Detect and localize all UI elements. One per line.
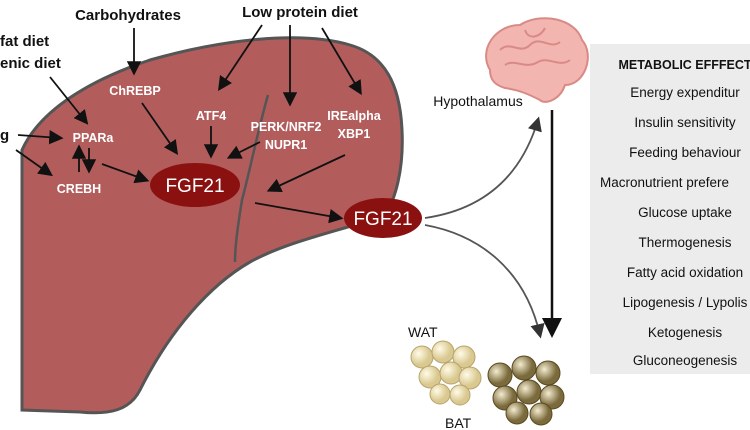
effect-item: Fatty acid oxidation (626, 265, 744, 280)
effect-item: Thermogenesis (638, 235, 732, 250)
metabolic-effects-panel: METABOLIC EFFFECT Energy expenditur Insu… (590, 44, 750, 374)
liver-lobe-line (233, 94, 270, 263)
wat-adipocytes-icon (410, 340, 482, 406)
ppara-label: PPARa (73, 131, 115, 145)
bat-adipocytes-icon (487, 355, 565, 426)
metabolic-effects-title: METABOLIC EFFFECT (618, 58, 750, 72)
liver-fgf21-node (150, 163, 240, 207)
crebh-label: CREBH (57, 182, 101, 196)
effect-item: Macronutrient prefere (600, 175, 730, 190)
effect-item: Energy expenditur (630, 85, 740, 100)
signaling-arrows (15, 24, 362, 224)
effect-item: Gluconeogenesis (632, 353, 738, 368)
effect-item: Lipogenesis / Lypolis (622, 295, 748, 310)
liver (20, 36, 404, 415)
effect-item: Ketogenesis (647, 325, 723, 340)
nupr1-label: NUPR1 (265, 138, 307, 152)
effect-item: Glucose uptake (638, 205, 732, 220)
high-fat-label-1: fat diet (0, 33, 49, 50)
target-arrows (424, 116, 545, 339)
wat-label: WAT (408, 324, 438, 340)
effect-item: Insulin sensitivity (634, 115, 736, 130)
bat-label: BAT (445, 415, 472, 430)
circulating-fgf21-node (344, 198, 422, 238)
circulating-fgf21-label: FGF21 (353, 209, 412, 230)
atf4-label: ATF4 (196, 109, 226, 123)
chrebp-label: ChREBP (109, 84, 160, 98)
hypothalamus-label: Hypothalamus (433, 93, 523, 109)
fasting-label: g (0, 127, 9, 144)
high-fat-label-2: enic diet (0, 55, 61, 72)
irealpha-label: IREalpha (327, 109, 382, 123)
xbp1-label: XBP1 (338, 127, 371, 141)
liver-fgf21-label: FGF21 (165, 176, 224, 197)
brain-icon (485, 17, 589, 103)
low-protein-label: Low protein diet (242, 4, 358, 21)
carbohydrates-label: Carbohydrates (75, 7, 181, 24)
perk-nrf2-label: PERK/NRF2 (251, 120, 322, 134)
effect-item: Feeding behaviour (629, 145, 741, 160)
